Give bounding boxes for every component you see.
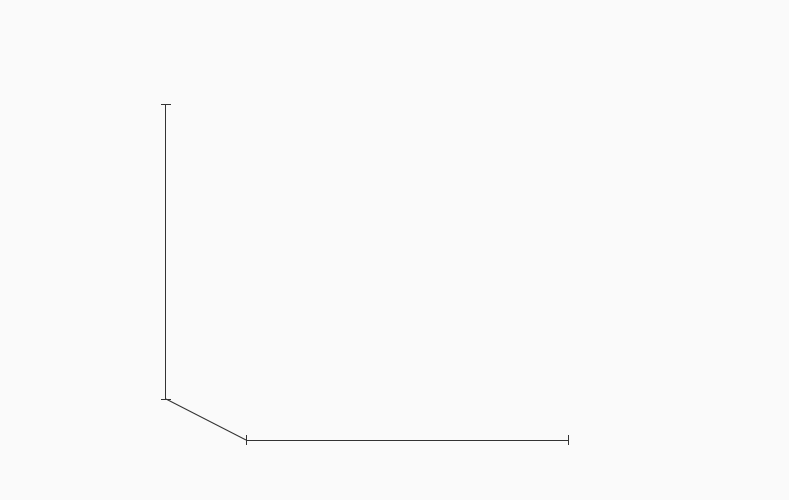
- chart-axes: [161, 104, 569, 445]
- depth-connector-line: [165, 398, 247, 441]
